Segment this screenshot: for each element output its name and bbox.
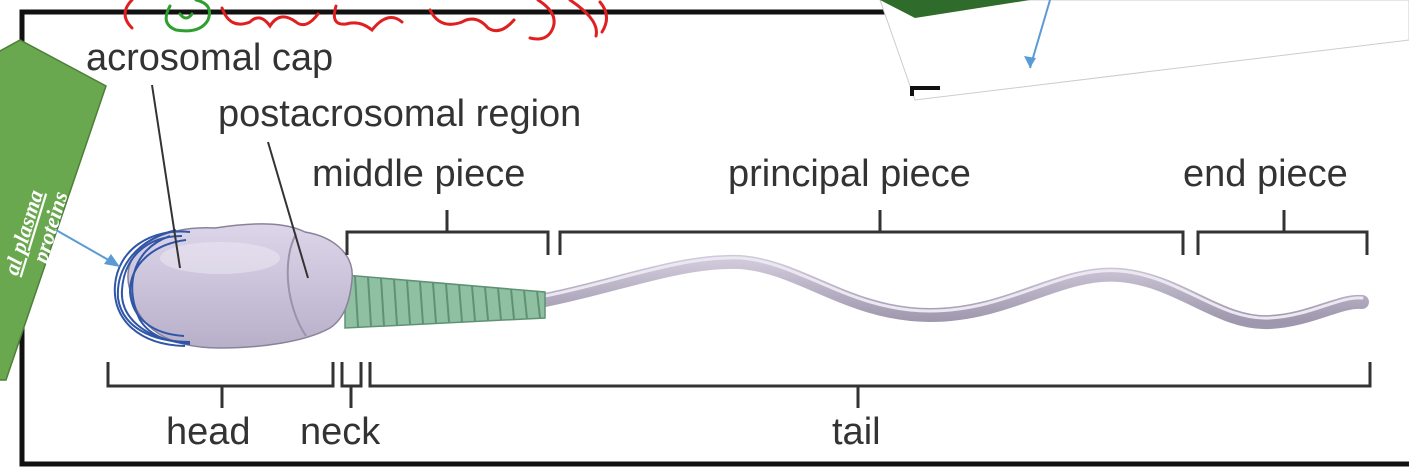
label-end-piece: end piece	[1183, 153, 1348, 195]
callout-arrow	[56, 230, 120, 267]
bracket-neck	[342, 362, 361, 408]
sperm-head	[128, 224, 352, 348]
label-middle-piece: middle piece	[312, 153, 525, 195]
label-postacrosomal-region: postacrosomal region	[218, 93, 581, 135]
label-head: head	[166, 411, 251, 453]
bracket-tail	[370, 362, 1370, 408]
label-tail: tail	[832, 411, 881, 453]
bracket-middle-piece	[347, 210, 548, 255]
bracket-head	[108, 362, 333, 408]
bracket-end-piece	[1198, 210, 1367, 255]
pasted-fragment	[880, 0, 1409, 100]
label-neck: neck	[300, 411, 381, 453]
middle-piece-sheath	[345, 275, 545, 328]
handwritten-annotation	[125, 0, 607, 39]
plasma-proteins-callout: al plasma proteins	[0, 40, 106, 380]
bracket-principal-piece	[560, 210, 1183, 255]
label-acrosomal-cap: acrosomal cap	[86, 37, 333, 79]
label-principal-piece: principal piece	[728, 153, 971, 195]
